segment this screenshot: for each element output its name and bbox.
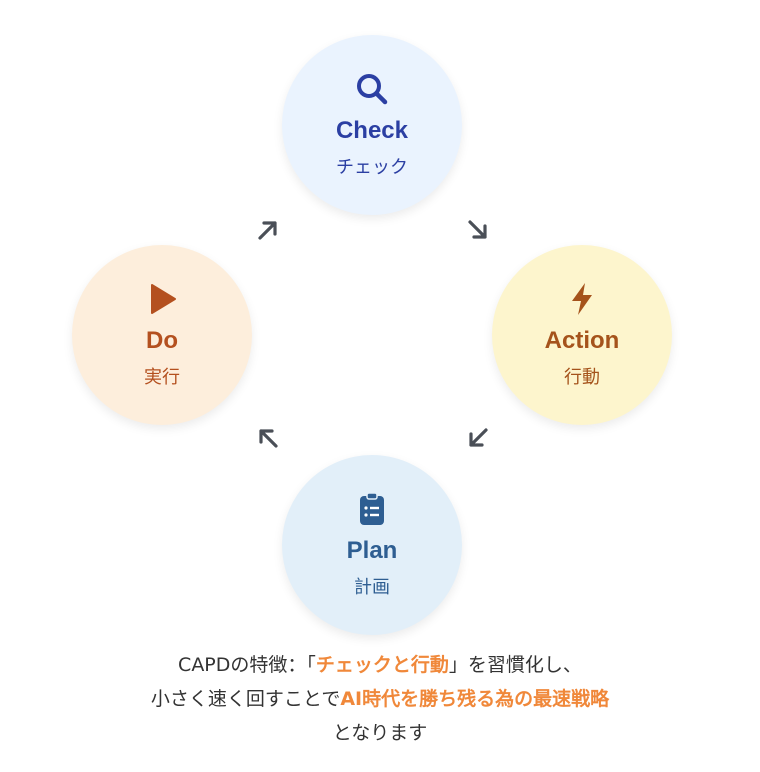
- check-subtitle: チェック: [336, 157, 408, 178]
- arrow-up-left-icon: [259, 429, 278, 448]
- caption-highlight: AI時代を勝ち残る為の最速戦略: [340, 688, 610, 710]
- check-title: Check: [335, 117, 409, 144]
- plan-node: Plan 計画: [282, 455, 462, 635]
- play-icon: [144, 281, 180, 317]
- plan-subtitle: 計画: [354, 577, 390, 598]
- do-node: Do 実行: [72, 245, 252, 425]
- check-node: Check チェック: [282, 35, 462, 215]
- action-subtitle: 行動: [564, 367, 600, 388]
- action-node: Action 行動: [492, 245, 672, 425]
- caption-text: 」を習慣化し、: [448, 654, 582, 676]
- caption-text: 小さく速く回すことで: [150, 688, 341, 710]
- clipboard-icon: [354, 491, 390, 527]
- caption: CAPDの特徴：「チェックと行動」を習慣化し、 小さく速く回すことでAI時代を勝…: [0, 648, 760, 750]
- caption-line-1: CAPDの特徴：「チェックと行動」を習慣化し、: [0, 648, 760, 682]
- action-title: Action: [544, 327, 620, 354]
- do-title: Do: [146, 327, 178, 354]
- arrow-up-right-icon: [258, 221, 277, 240]
- arrow-down-right-icon: [468, 220, 487, 239]
- caption-highlight: チェックと行動: [315, 654, 449, 676]
- caption-line-2: 小さく速く回すことでAI時代を勝ち残る為の最速戦略: [0, 682, 760, 716]
- plan-title: Plan: [346, 537, 398, 564]
- lightning-icon: [564, 281, 600, 317]
- search-icon: [354, 71, 390, 107]
- arrow-down-left-icon: [469, 428, 488, 447]
- caption-text: CAPDの特徴：「: [178, 654, 316, 676]
- caption-line-3: となります: [332, 722, 428, 744]
- do-subtitle: 実行: [144, 367, 180, 388]
